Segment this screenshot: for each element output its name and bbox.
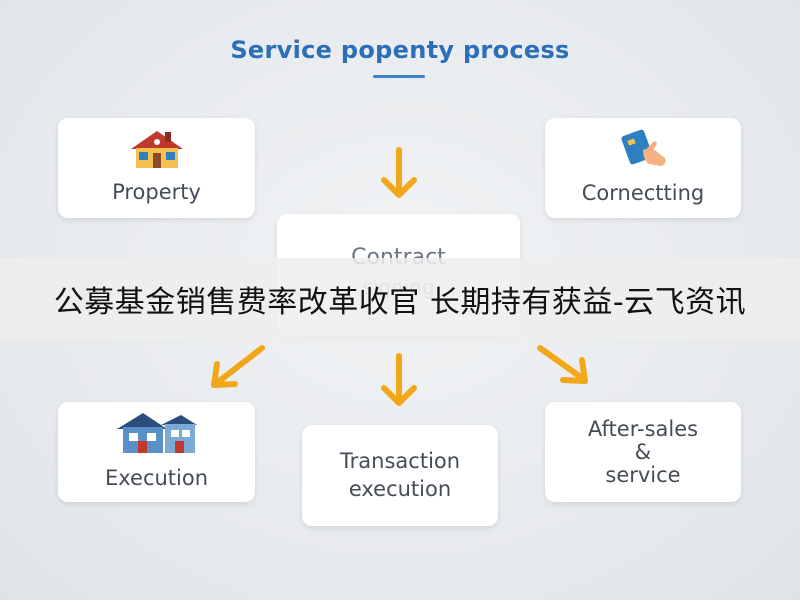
banner-text: 公募基金销售费率改革收官 长期持有获益-云飞资讯 (53, 285, 747, 320)
house-icon (127, 129, 187, 173)
execution-label: Execution (104, 466, 209, 491)
aftersales-label-line2: & (634, 439, 652, 464)
diagram-title: Service popenty process (230, 36, 570, 64)
card-hand-icon (613, 128, 673, 174)
property-label: Property (112, 180, 201, 205)
title-underline (373, 75, 425, 78)
aftersales-label-line3: service (605, 462, 681, 487)
transaction-label-line1: Transaction (339, 449, 461, 474)
house-icon (115, 411, 199, 459)
property-card: Property (58, 118, 255, 218)
connecting-label: Cornectting (581, 181, 705, 206)
transaction-card: Transaction execution (302, 425, 498, 526)
connecting-card: Cornectting (545, 118, 741, 218)
news-banner: 公募基金销售费率改革收官 长期持有获益-云飞资讯 (0, 258, 800, 340)
aftersales-label-line1: After-sales (587, 417, 699, 442)
execution-card: Execution (58, 402, 255, 502)
aftersales-card: After-sales & service (545, 402, 741, 502)
transaction-label-line2: execution (348, 476, 452, 501)
